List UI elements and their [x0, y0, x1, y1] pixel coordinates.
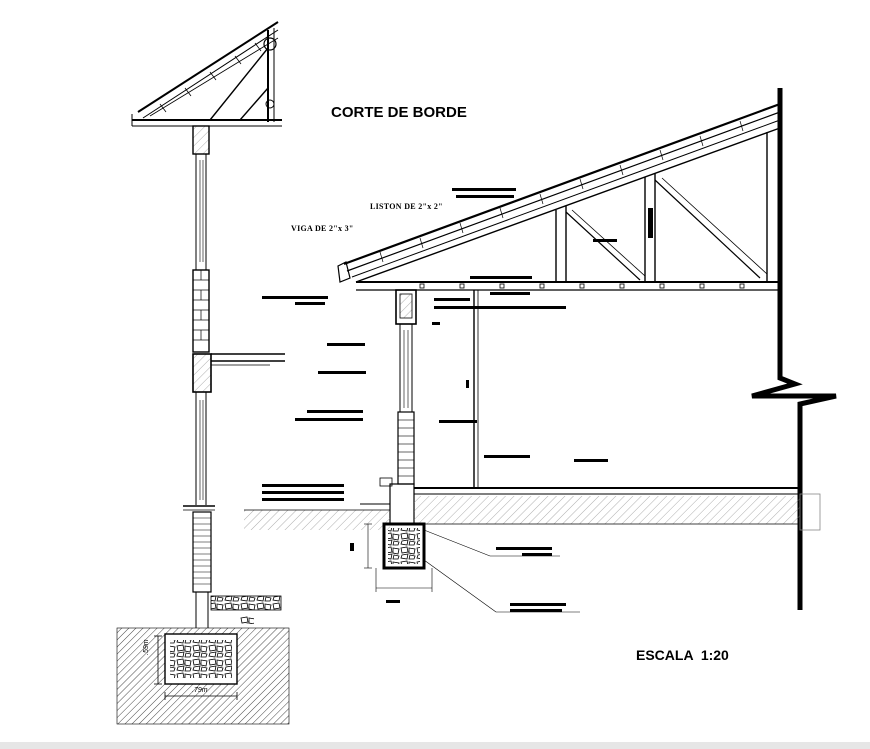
scale-label: ESCALA 1:20 — [636, 647, 729, 663]
main-roof — [337, 102, 781, 291]
left-roof-truss — [131, 21, 282, 127]
left-wall — [183, 125, 285, 628]
main-footing — [364, 522, 433, 592]
footing-width-label: .79m — [192, 687, 208, 694]
bottom-strip — [0, 742, 870, 749]
floor-slab — [414, 487, 821, 531]
right-wall-break — [751, 88, 837, 610]
viga-note: VIGA DE 2"x 3" — [291, 224, 354, 233]
footing-height-label: .59m — [143, 639, 150, 655]
front-wall — [379, 289, 417, 525]
left-foundation — [116, 595, 290, 725]
main-section — [244, 88, 837, 613]
liston-note: LISTON DE 2"x 2" — [370, 202, 443, 211]
annotation-blocks — [262, 188, 617, 612]
drawing-title: CORTE DE BORDE — [331, 104, 467, 121]
left-wall-section — [116, 21, 290, 725]
